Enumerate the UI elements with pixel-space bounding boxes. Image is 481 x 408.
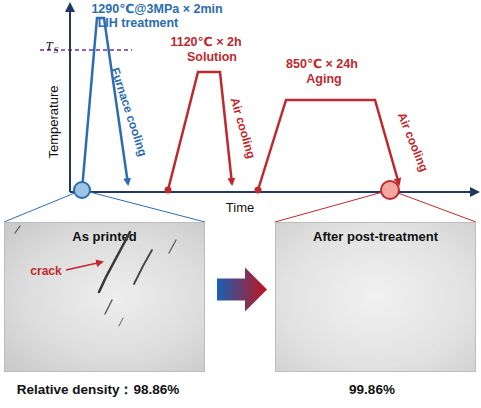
point-marker: [165, 187, 172, 194]
text-label: Air cooling: [396, 111, 431, 174]
micrograph-panel: As printed: [4, 222, 205, 372]
panel-title: As printed: [5, 229, 204, 244]
text-label: T: [45, 39, 52, 52]
x-axis: [70, 191, 478, 193]
text-label: Relative density：98.86%: [17, 383, 180, 397]
zoom-line: [82, 190, 205, 222]
text-label: LIH treatment: [98, 17, 179, 30]
zoom-line: [4, 190, 82, 222]
micrograph-panel: After post-treatment: [275, 222, 476, 372]
text-label: Temperature: [47, 86, 60, 159]
aging-curve: [258, 100, 399, 190]
zoom-line: [390, 190, 476, 222]
point-marker: [255, 187, 262, 194]
text-label: Air cooling: [229, 96, 258, 160]
solution-curve: [168, 72, 232, 190]
text-label: Time: [226, 201, 254, 214]
flow-arrow: [217, 268, 267, 312]
y-axis: [69, 4, 71, 192]
text-label: 850℃ × 24h: [286, 58, 358, 71]
start-marker: [74, 182, 90, 198]
text-label: crack: [30, 265, 61, 277]
text-label: Solution: [187, 51, 237, 64]
text-label: 1290℃@3MPa × 2min: [91, 3, 222, 16]
end-marker: [381, 181, 399, 199]
text-label: Aging: [306, 73, 341, 86]
text-label: S: [54, 46, 59, 55]
text-label: Furnace cooling: [109, 66, 149, 158]
text-label: 99.86%: [349, 383, 395, 397]
text-label: 1120℃ × 2h: [170, 36, 241, 49]
zoom-line: [275, 190, 390, 222]
panel-title: After post-treatment: [276, 229, 475, 244]
